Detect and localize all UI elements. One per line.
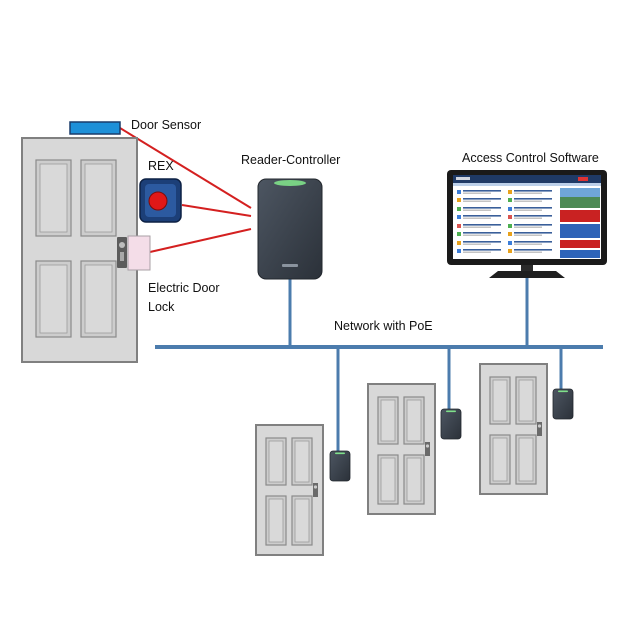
network-label: Network with PoE <box>334 319 433 333</box>
dashboard-row <box>508 224 552 228</box>
main-door <box>21 137 138 363</box>
dashboard-row <box>508 232 552 236</box>
electric-door-lock <box>127 235 151 271</box>
electric-door-lock-label: Electric Door Lock <box>148 281 220 314</box>
reader-controller-label: Reader-Controller <box>241 153 341 167</box>
rex-button <box>139 178 182 223</box>
dashboard-list <box>457 190 552 253</box>
access-control-software-label: Access Control Software <box>462 151 599 165</box>
dashboard-row <box>508 207 552 211</box>
door-handle-icon <box>117 237 127 268</box>
rex-wire <box>181 204 252 217</box>
monitor <box>447 170 607 278</box>
dashboard-row <box>457 249 501 253</box>
dashboard-row <box>457 224 501 228</box>
dashboard-row <box>457 232 501 236</box>
door-sensor <box>69 121 121 135</box>
dashboard-row <box>508 249 552 253</box>
door-sensor-wire <box>119 127 252 209</box>
dashboard-row <box>508 215 552 219</box>
remote-door-c <box>479 363 548 495</box>
dashboard-row <box>508 198 552 202</box>
dashboard-row <box>457 215 501 219</box>
dashboard-row <box>457 241 501 245</box>
remote-door-a <box>255 424 324 556</box>
dashboard-row <box>457 190 501 194</box>
remote-reader-c <box>552 388 574 420</box>
reader-controller <box>257 178 323 280</box>
remote-door-b <box>367 383 436 515</box>
dashboard-row <box>508 190 552 194</box>
electric-lock-wire <box>149 228 252 253</box>
door-sensor-label: Door Sensor <box>131 118 202 132</box>
remote-reader-a <box>329 450 351 482</box>
dashboard-row <box>457 198 501 202</box>
dashboard-row <box>457 207 501 211</box>
remote-reader-b <box>440 408 462 440</box>
dashboard-row <box>508 241 552 245</box>
rex-label: REX <box>148 159 174 173</box>
